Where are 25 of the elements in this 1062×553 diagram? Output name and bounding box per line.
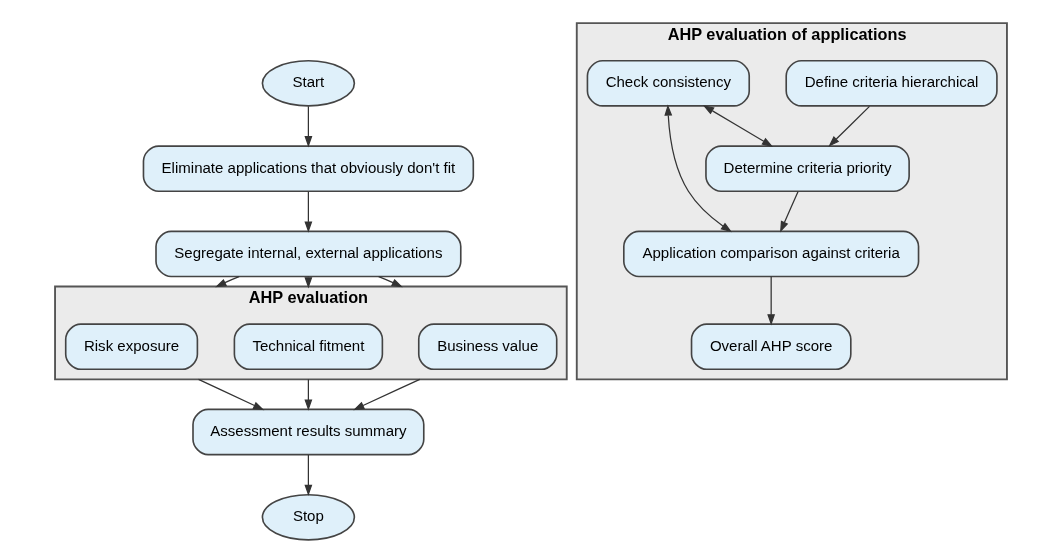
arrow xyxy=(304,454,313,497)
node-box: Assessment results summary xyxy=(192,408,425,456)
node-ellipse: Stop xyxy=(261,493,356,541)
node-ellipse: Start xyxy=(261,59,356,107)
arrow xyxy=(304,105,313,148)
arrow xyxy=(828,105,871,147)
arrow xyxy=(304,191,313,233)
node-box: Check consistency xyxy=(586,59,751,107)
arrow xyxy=(353,378,421,411)
arrow xyxy=(197,378,265,411)
node-box: Eliminate applications that obviously don't fit xyxy=(142,145,475,193)
node-box: Define criteria hierarchical xyxy=(785,59,998,107)
node-box: Application comparison against criteria xyxy=(623,230,920,278)
arrow xyxy=(215,276,240,288)
arrow xyxy=(780,191,799,233)
node-box: Determine criteria priority xyxy=(705,145,910,193)
node-box: Risk exposure xyxy=(64,323,199,371)
arrow xyxy=(767,275,776,326)
node-box: Business value xyxy=(417,323,558,371)
arrow xyxy=(664,104,732,233)
arrow xyxy=(304,378,313,411)
node-box: Overall AHP score xyxy=(690,323,852,371)
arrow xyxy=(702,105,774,147)
node-box: Technical fitment xyxy=(233,323,384,371)
arrow xyxy=(378,276,403,288)
